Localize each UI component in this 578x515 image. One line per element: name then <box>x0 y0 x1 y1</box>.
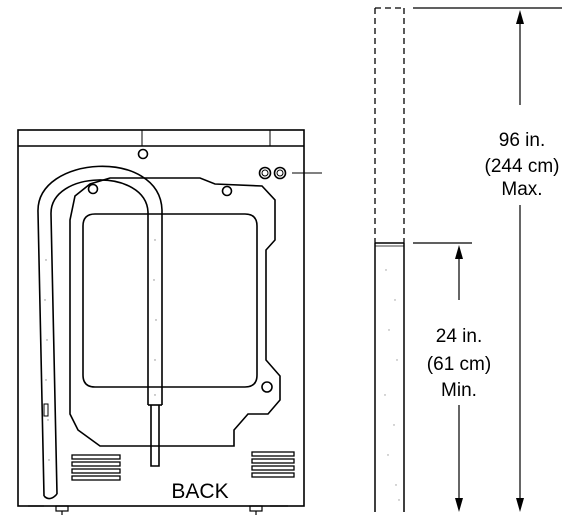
min-height-cm: (61 cm) <box>427 354 491 375</box>
min-height-arrow <box>455 245 463 512</box>
max-height-qualifier: Max. <box>501 179 542 200</box>
standpipe-max-extension <box>374 7 405 243</box>
max-height-label: 96 in. (244 cm) Max. <box>485 130 560 200</box>
screw-left <box>87 183 99 195</box>
back-label: BACK <box>171 480 228 503</box>
max-height-inches: 96 in. <box>499 130 545 151</box>
washer-inner-panel <box>82 213 258 388</box>
dimension-lines <box>413 7 562 512</box>
drain-hose-end <box>150 405 160 467</box>
vent-grille-left <box>71 454 121 481</box>
standpipe-texture <box>384 269 400 501</box>
drain-hose-texture <box>44 239 157 461</box>
drain-hose <box>37 165 163 500</box>
vent-grille-right <box>251 451 295 478</box>
max-height-arrow <box>516 10 524 512</box>
water-inlet-valves <box>258 166 322 180</box>
standpipe-min-section <box>374 242 405 512</box>
max-height-cm: (244 cm) <box>485 156 560 177</box>
washer-back-view <box>17 129 322 515</box>
min-height-inches: 24 in. <box>436 326 482 347</box>
screw-right <box>221 185 233 197</box>
washer-rear-panel <box>69 177 281 447</box>
standpipe <box>374 7 405 512</box>
washer-feet <box>28 505 288 515</box>
washer-cabinet <box>17 129 305 507</box>
screw-top <box>137 148 149 160</box>
min-height-label: 24 in. (61 cm) Min. <box>427 326 491 401</box>
screw-bottom-right <box>261 381 273 393</box>
min-height-qualifier: Min. <box>441 380 477 401</box>
